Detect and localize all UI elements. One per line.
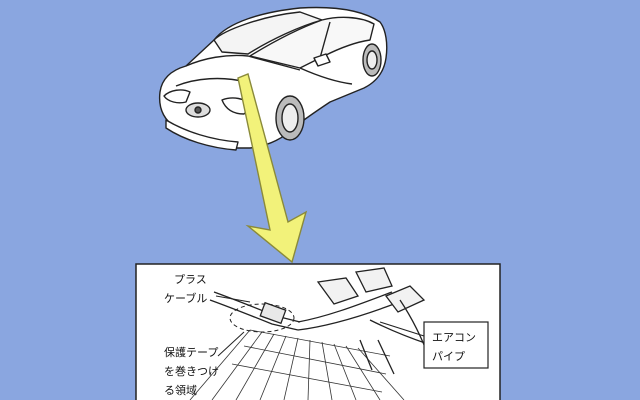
pointer-arrow xyxy=(237,73,308,264)
detail-panel: プラス ケーブル 保護テープ を巻きつけ る領域 エアコン パイプ xyxy=(135,263,501,400)
callout-aircon-pipe-line2: パイプ xyxy=(432,350,465,363)
callout-plus-cable-line2: ケーブル xyxy=(164,291,207,305)
callout-protective-tape-line2: を巻きつけ xyxy=(164,365,219,378)
tape-area-outline xyxy=(229,303,295,333)
aircon-callout-box xyxy=(423,321,489,369)
car-illustration xyxy=(158,6,388,151)
callout-aircon-pipe-line1: エアコン xyxy=(432,331,476,344)
callout-protective-tape-line1: 保護テープ xyxy=(164,345,218,359)
floor-lines xyxy=(189,329,405,400)
leader-lines xyxy=(215,295,425,357)
callout-protective-tape-line3: る領域 xyxy=(164,383,197,397)
callout-plus-cable-line1: プラス xyxy=(174,273,207,286)
